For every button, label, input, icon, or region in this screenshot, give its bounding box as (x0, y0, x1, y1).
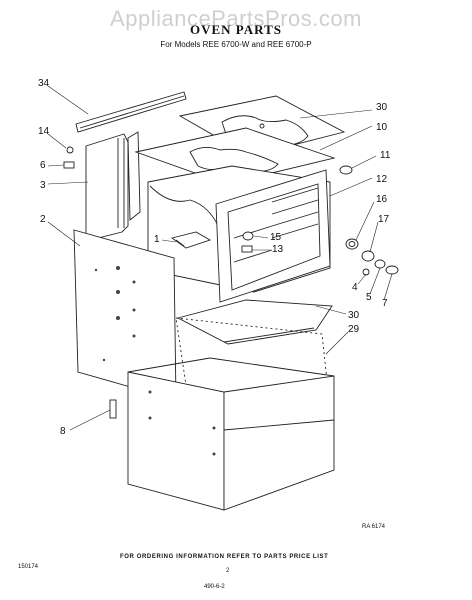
callout-14: 14 (38, 126, 50, 137)
handwritten-mark: 490-6-2 (204, 584, 225, 590)
callout-12: 12 (376, 174, 388, 185)
part-14-screw (66, 146, 74, 154)
part-13-bracket (241, 245, 253, 253)
callout-3: 3 (40, 180, 46, 191)
callout-30-top: 30 (376, 102, 388, 113)
part-3-side-channel (85, 131, 141, 241)
part-17-bulb (361, 250, 375, 262)
drawing-code: RA 6174 (362, 524, 386, 530)
part-34-top-trim (75, 91, 187, 133)
part-6-clip (63, 161, 75, 169)
page-subtitle: For Models REE 6700-W and REE 6700-P (160, 40, 312, 49)
callout-1: 1 (154, 234, 160, 245)
part-8-cabinet-base (109, 357, 335, 511)
part-12-oven-cavity (147, 165, 331, 303)
page-title: OVEN PARTS (189, 22, 282, 37)
footer-code: 150174 (18, 564, 39, 570)
callout-15: 15 (270, 232, 282, 243)
part-15-lamp-socket (242, 231, 254, 241)
part-11-knob (339, 165, 353, 175)
part-7-lens (385, 265, 399, 275)
callout-13: 13 (272, 244, 284, 255)
callout-8: 8 (60, 426, 66, 437)
callout-10: 10 (376, 122, 388, 133)
watermark: AppliancePartsPros.com (110, 6, 362, 31)
page-number: 2 (226, 568, 230, 574)
callout-34: 34 (38, 78, 50, 89)
callout-2: 2 (40, 214, 46, 225)
callout-30-bottom: 30 (348, 310, 360, 321)
callout-29: 29 (348, 324, 360, 335)
callout-7: 7 (382, 298, 388, 309)
callout-5: 5 (366, 292, 372, 303)
part-1-bracket (170, 231, 212, 249)
callout-11: 11 (380, 150, 391, 161)
part-5-washer (374, 259, 386, 269)
callout-17: 17 (378, 214, 390, 225)
part-2-side-panel (73, 229, 177, 401)
callout-6: 6 (40, 160, 46, 171)
leader-lines (47, 85, 393, 431)
part-30-bottom-pan (176, 299, 333, 345)
callout-4: 4 (352, 282, 358, 293)
part-4-nut (362, 268, 370, 276)
part-16-socket (345, 238, 359, 250)
ordering-note: FOR ORDERING INFORMATION REFER TO PARTS … (120, 554, 328, 560)
callout-16: 16 (376, 194, 388, 205)
